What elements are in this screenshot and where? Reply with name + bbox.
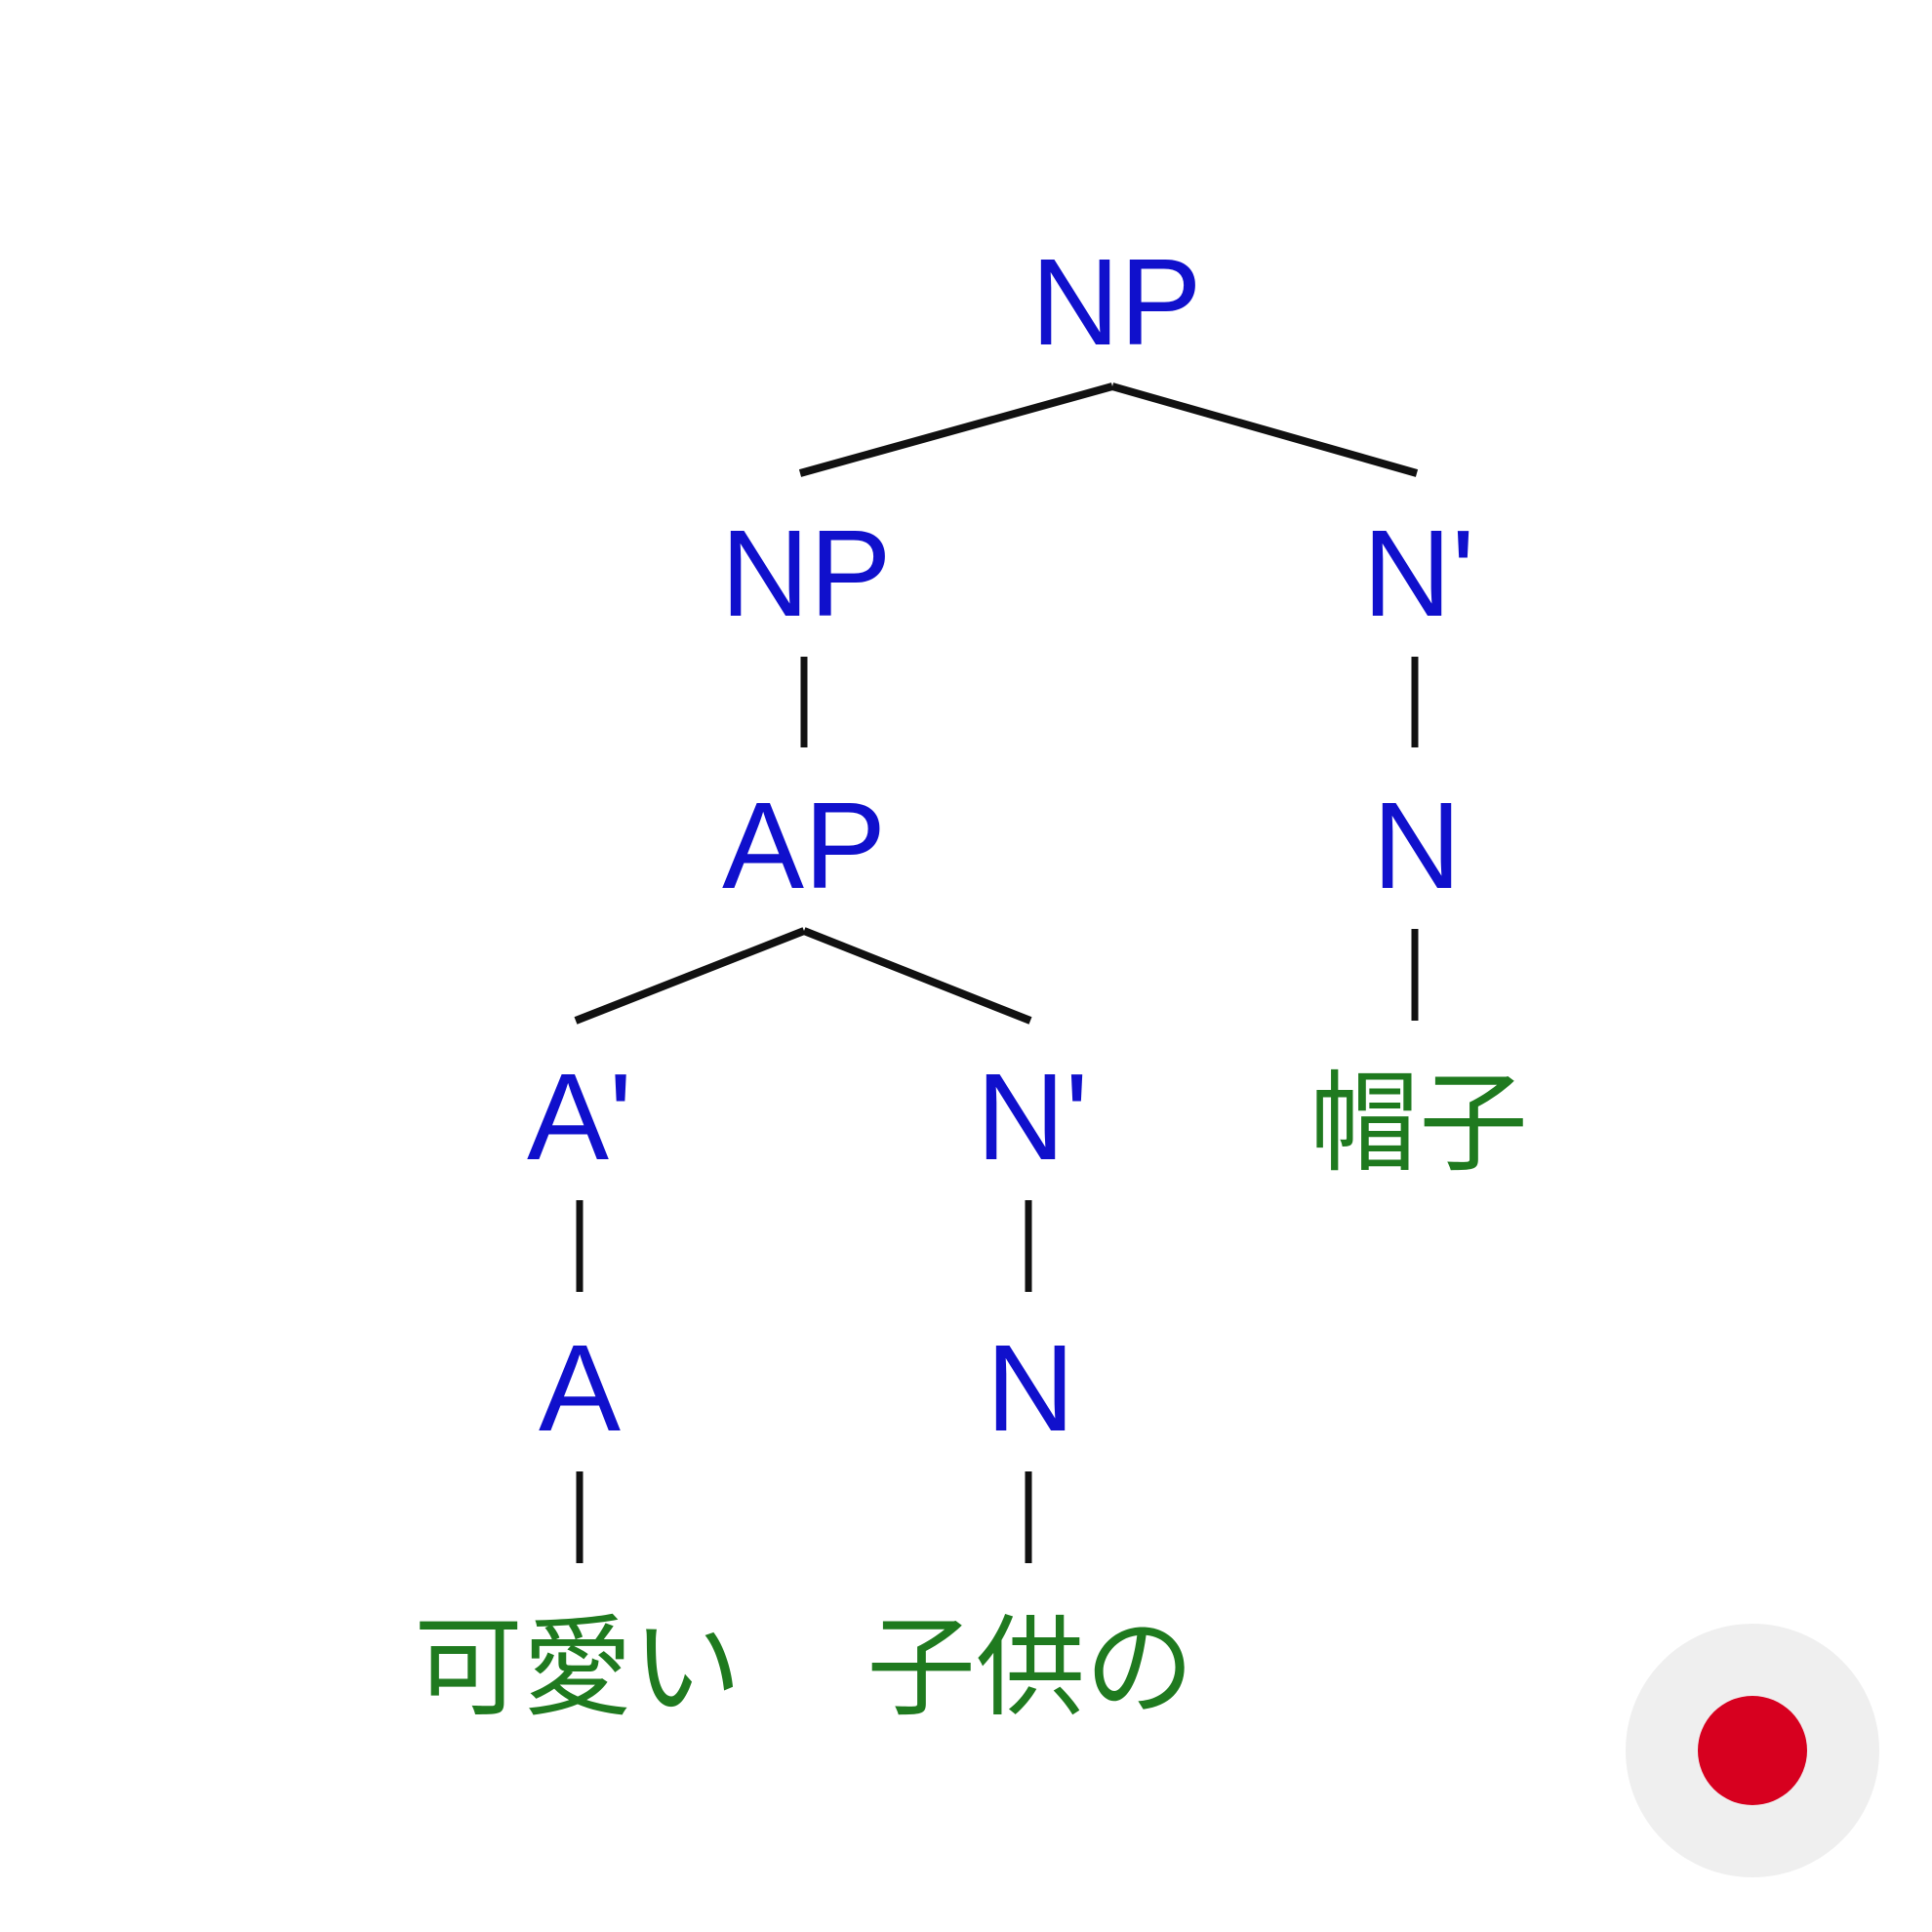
edge-ap-to-nbar-mid (802, 927, 1032, 1025)
node-nbar-right: N' (1362, 504, 1474, 642)
edge-np-root-to-nbar-right (1110, 382, 1419, 477)
node-nbar-mid: N' (976, 1048, 1088, 1186)
node-np-root: NP (1030, 233, 1201, 371)
tree-category-labels: NP NP N' AP N A' N' A N (527, 233, 1475, 1457)
node-n-right: N (1373, 777, 1462, 914)
node-n-mid: N (986, 1319, 1075, 1457)
tree-edges (574, 382, 1419, 1563)
word-kodomo-no: 子供の (866, 1605, 1194, 1732)
edge-ap-to-abar (574, 927, 806, 1025)
node-abar: A' (527, 1048, 632, 1186)
node-a: A (539, 1319, 621, 1457)
japan-flag-badge (1626, 1624, 1879, 1877)
word-boushi: 帽子 (1309, 1061, 1528, 1187)
japan-flag-icon (1698, 1696, 1807, 1805)
node-np-left: NP (720, 504, 891, 642)
node-ap: AP (722, 777, 886, 914)
word-kawaii: 可愛い (414, 1605, 742, 1732)
edge-np-root-to-np-left (798, 382, 1114, 477)
tree-words: 帽子 可愛い 子供の (414, 1061, 1528, 1732)
